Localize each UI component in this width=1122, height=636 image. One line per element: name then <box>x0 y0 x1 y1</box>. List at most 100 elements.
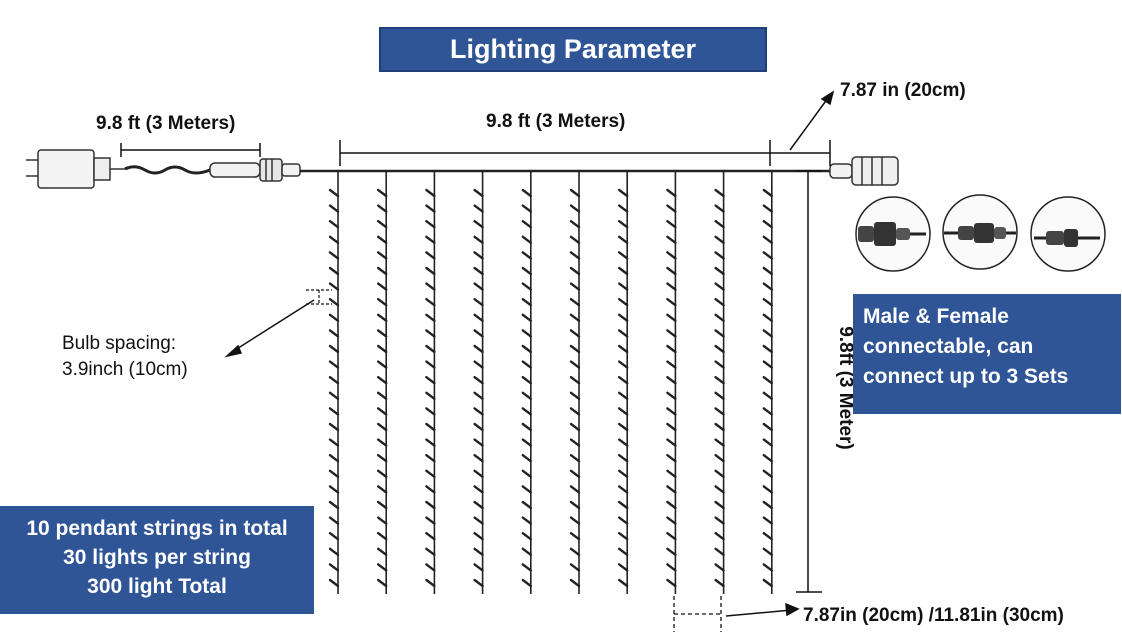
bulb <box>666 454 677 463</box>
summary-line: 30 lights per string <box>63 546 251 569</box>
bulb <box>328 547 340 556</box>
bulb <box>328 188 340 198</box>
bulb <box>714 188 725 198</box>
bulb <box>521 204 532 213</box>
bulb <box>714 500 725 510</box>
bulb <box>714 266 725 276</box>
bulb <box>569 454 581 463</box>
bulb <box>328 563 340 572</box>
bulb <box>714 282 725 291</box>
bulb <box>762 298 773 307</box>
bulb <box>473 298 484 307</box>
bulb <box>521 532 532 541</box>
bulb <box>714 578 725 588</box>
end-connector-icon <box>829 156 899 186</box>
bulb <box>521 235 532 244</box>
bulb <box>473 266 484 276</box>
bulb <box>714 360 725 369</box>
bulb <box>425 220 436 229</box>
bulb <box>618 516 629 525</box>
bulb <box>425 547 436 556</box>
bulb <box>666 329 677 338</box>
bulb <box>425 360 436 369</box>
bulb <box>473 485 484 494</box>
bulb <box>425 578 436 588</box>
connector-detail-2-icon <box>942 194 1018 270</box>
bulb <box>762 251 773 260</box>
bulb <box>569 500 581 510</box>
bulb <box>425 298 436 307</box>
bulb <box>521 251 532 260</box>
bulb <box>328 422 340 432</box>
bulb <box>328 485 340 494</box>
bulb <box>762 313 773 322</box>
bulb <box>714 516 725 525</box>
bulb <box>569 329 581 338</box>
bulb <box>569 204 581 213</box>
bulb <box>473 188 484 198</box>
bulb <box>328 266 340 276</box>
curtain-height-dimension <box>796 170 822 593</box>
bulb <box>569 516 581 525</box>
bulb <box>762 266 773 276</box>
string-spacing-arrow <box>725 602 800 617</box>
bulb <box>328 220 340 229</box>
bulb <box>618 251 629 260</box>
bulb <box>473 251 484 260</box>
bulb <box>521 469 532 478</box>
bulb <box>714 329 725 338</box>
bulb <box>666 204 677 213</box>
bulb <box>762 391 773 400</box>
bulb <box>666 266 677 276</box>
bulb <box>569 485 581 494</box>
bulb <box>328 391 340 400</box>
bulb <box>762 469 773 478</box>
bulb <box>666 469 677 478</box>
bulb <box>473 407 484 416</box>
title-banner: Lighting Parameter <box>379 27 767 72</box>
bulb <box>425 532 436 541</box>
bulb <box>521 485 532 494</box>
bulb-spacing-label-line2: 3.9inch (10cm) <box>62 359 188 380</box>
bulb <box>328 516 340 525</box>
bulb <box>521 391 532 400</box>
bulb <box>714 532 725 541</box>
bulb <box>569 313 581 322</box>
bulb <box>762 329 773 338</box>
bulb <box>328 407 340 416</box>
connector-detail-1-icon <box>855 196 931 272</box>
bulb <box>521 344 532 354</box>
bulb <box>473 516 484 525</box>
bulb <box>666 547 677 556</box>
bulb-spacing-label-line1: Bulb spacing: <box>62 333 177 354</box>
end-cable-length-label: 7.87 in (20cm) <box>840 80 966 101</box>
bulb <box>425 516 436 525</box>
bulb <box>425 438 436 447</box>
bulb <box>666 500 677 510</box>
connector-detail-3-icon <box>1030 196 1106 272</box>
bulb-spacing-marker <box>306 289 332 305</box>
bulb <box>569 298 581 307</box>
bulb <box>425 500 436 510</box>
bulb <box>618 563 629 572</box>
connectable-line: Male & Female <box>863 305 1009 328</box>
bulb <box>618 391 629 400</box>
bulb <box>328 329 340 338</box>
bulb <box>618 407 629 416</box>
bulb <box>569 438 581 447</box>
bulb <box>377 469 388 478</box>
string-spacing-label: 7.87in (20cm) /11.81in (30cm) <box>803 605 1064 626</box>
bulb <box>377 188 388 198</box>
bulb <box>714 204 725 213</box>
bulb <box>473 422 484 432</box>
bulb <box>473 469 484 478</box>
bulb <box>473 329 484 338</box>
bulb <box>762 376 773 385</box>
bulb <box>666 485 677 494</box>
lead-cable <box>124 165 211 175</box>
bulb <box>377 407 388 416</box>
bulb <box>425 266 436 276</box>
bulb <box>714 313 725 322</box>
bulb <box>762 500 773 510</box>
